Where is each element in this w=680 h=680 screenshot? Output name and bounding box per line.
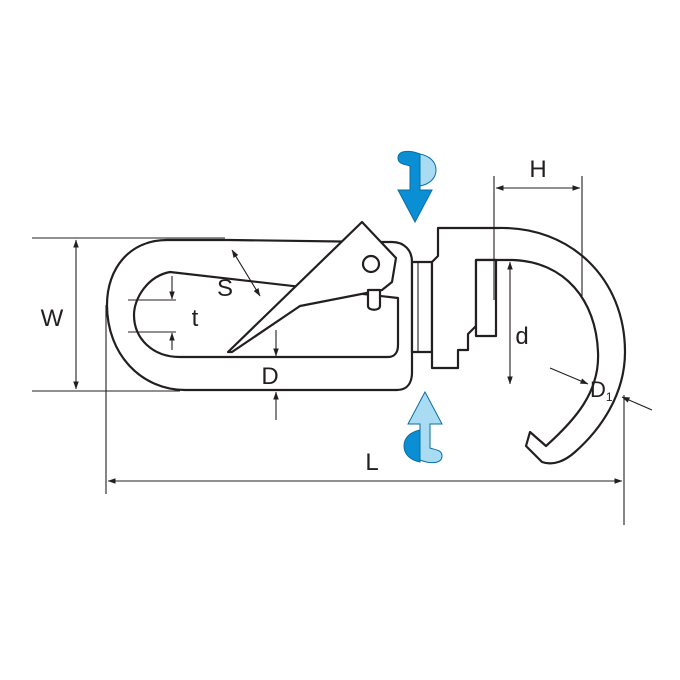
d1-arrow-inner xyxy=(549,367,589,385)
dimension-d: D xyxy=(261,330,279,420)
label-h: H xyxy=(529,156,546,183)
gate-spring-tab xyxy=(366,288,382,311)
label-d1: D1 xyxy=(590,377,613,404)
dimension-w: W xyxy=(32,237,225,392)
rotate-up-arrow-icon xyxy=(403,390,443,464)
s-dimension-line xyxy=(231,249,261,297)
label-w: W xyxy=(41,305,64,332)
dimension-d-small: d xyxy=(507,261,529,385)
label-l: L xyxy=(365,449,378,476)
gate-pivot-hole xyxy=(361,254,381,274)
label-d1-main: D xyxy=(590,377,606,402)
dimension-h: H xyxy=(493,156,583,300)
label-d-lower: d xyxy=(515,323,528,350)
collar-ring xyxy=(410,260,434,354)
dimension-s: S xyxy=(217,249,261,302)
swivel-head-outline xyxy=(430,226,627,465)
d1-arrow-outer xyxy=(621,396,653,411)
swivel-shank xyxy=(474,258,498,338)
label-d1-sub: 1 xyxy=(606,390,613,404)
gate-outline xyxy=(226,220,398,354)
label-t: t xyxy=(192,305,199,332)
label-s: S xyxy=(217,275,233,302)
label-d-upper: D xyxy=(261,363,278,390)
dimension-l: L xyxy=(105,305,625,525)
dimension-d1: D1 xyxy=(549,367,653,411)
rotate-down-arrow-icon xyxy=(397,150,437,224)
swivel-hook xyxy=(430,226,627,465)
gate-latch xyxy=(226,220,398,354)
swivel-collar xyxy=(410,260,434,354)
dimension-t: t xyxy=(128,276,199,350)
